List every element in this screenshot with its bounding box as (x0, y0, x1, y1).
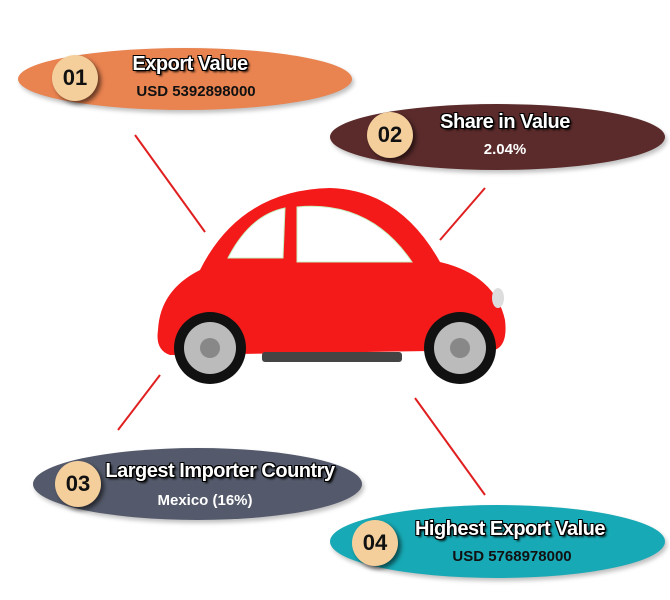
title-02: Share in Value (440, 111, 570, 133)
connector-line-04 (414, 397, 486, 496)
connector-line-02 (439, 187, 486, 241)
number-badge-04: 04 (352, 520, 398, 566)
value-04: USD 5768978000 (452, 548, 572, 565)
value-03: Mexico (16%) (157, 492, 253, 509)
value-02: 2.04% (483, 141, 527, 158)
number-badge-03: 03 (55, 461, 101, 507)
title-04: Highest Export Value (414, 518, 606, 540)
connector-line-01 (134, 134, 206, 233)
connector-line-03 (117, 374, 161, 431)
title-01: Export Value (132, 53, 248, 75)
number-badge-02: 02 (367, 112, 413, 158)
car-illustration (157, 188, 506, 384)
number-badge-01: 01 (52, 55, 98, 101)
value-01: USD 5392898000 (136, 83, 256, 100)
title-03: Largest Importer Country (105, 460, 335, 482)
